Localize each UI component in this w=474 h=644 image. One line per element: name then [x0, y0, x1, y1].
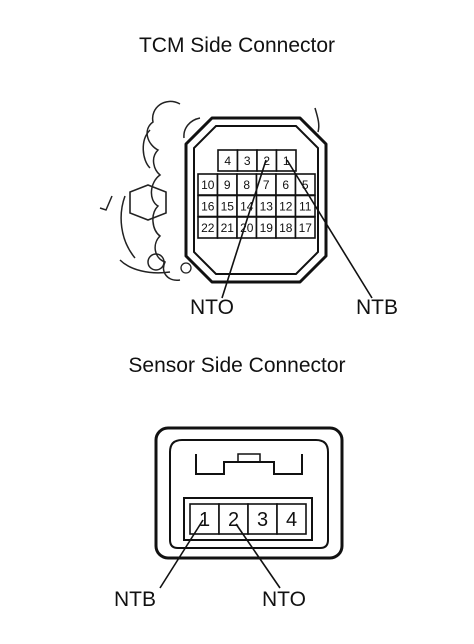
- tcm-pin-17-cell: [294, 216, 316, 239]
- sensor-pin-4: 4: [286, 509, 297, 531]
- sensor-pin-2-cell: [218, 503, 249, 535]
- tcm-pin-16: 16: [201, 199, 215, 213]
- sensor-pin-3: 3: [257, 509, 268, 531]
- sensor-latch-tab: [237, 453, 261, 463]
- tcm-pin-8: 8: [243, 178, 250, 192]
- bolt-hole: [147, 253, 165, 271]
- tcm-pin-21: 21: [221, 221, 235, 235]
- bolt-hole: [180, 262, 192, 274]
- sensor-pin-1-cell: [189, 503, 220, 535]
- tcm-pin-19: 19: [260, 221, 274, 235]
- tcm-housing-outline: [99, 100, 320, 281]
- tcm-pin-7: 7: [263, 178, 270, 192]
- sensor-pin-housing: [183, 497, 313, 541]
- tcm-pin-2: 2: [263, 154, 270, 168]
- nto-leader-line: [221, 159, 267, 299]
- sensor-nto-label: NTO: [262, 588, 306, 611]
- sensor-ntb-leader-line: [159, 519, 204, 589]
- tcm-pin-18: 18: [279, 221, 293, 235]
- tcm-pin-11: 11: [299, 199, 312, 213]
- tcm-ntb-label: NTB: [356, 296, 398, 319]
- sensor-connector-body-inner: [169, 439, 329, 549]
- tcm-pin-6: 6: [282, 178, 289, 192]
- tcm-pin-22: 22: [201, 221, 215, 235]
- tcm-pin-5: 5: [302, 178, 309, 192]
- sensor-connector-title: Sensor Side Connector: [128, 354, 346, 377]
- tcm-pin-3: 3: [244, 154, 251, 168]
- tcm-pin-15: 15: [221, 199, 235, 213]
- sensor-ntb-label: NTB: [114, 588, 156, 611]
- sensor-pin-2: 2: [228, 509, 239, 531]
- tcm-pin-10: 10: [201, 178, 215, 192]
- tcm-nto-label: NTO: [190, 296, 234, 319]
- tcm-connector-body-inner: [193, 125, 319, 275]
- sensor-pin-4-cell: [276, 503, 307, 535]
- tcm-pin-1: 1: [283, 154, 290, 168]
- tcm-pin-4: 4: [224, 154, 231, 168]
- tcm-pin-13: 13: [260, 199, 274, 213]
- sensor-nto-leader-line: [235, 523, 281, 589]
- hex-nut: [129, 184, 167, 221]
- tcm-pin-12: 12: [279, 199, 293, 213]
- tcm-pin-17: 17: [299, 221, 313, 235]
- ntb-leader-line: [286, 159, 373, 299]
- tcm-connector-title: TCM Side Connector: [138, 34, 336, 57]
- sensor-pin-1: 1: [199, 509, 210, 531]
- tcm-pin-9: 9: [224, 178, 231, 192]
